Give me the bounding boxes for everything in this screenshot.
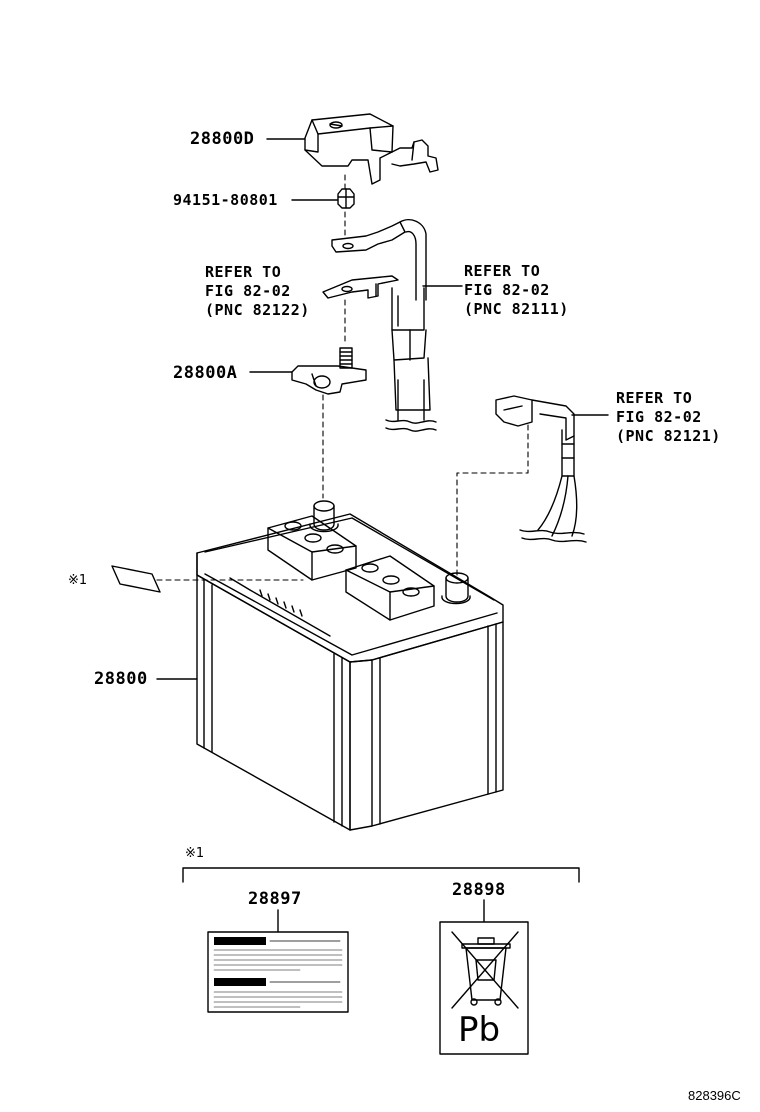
leader-lines [156, 138, 609, 680]
label-group-bracket [182, 867, 580, 933]
terminal-plate-82122[interactable] [322, 275, 399, 299]
refer-line: (PNC 82122) [205, 301, 310, 319]
battery-terminal-28800a[interactable] [291, 347, 367, 395]
refer-line: REFER TO [616, 389, 693, 407]
refer-line: FIG 82-02 [205, 282, 291, 300]
positive-cable-assembly[interactable] [331, 218, 437, 432]
refer-line: (PNC 82121) [616, 427, 721, 445]
figure-id: 828396C [688, 1088, 741, 1103]
refer-block-82121: REFER TO FIG 82-02 (PNC 82121) [616, 389, 721, 446]
negative-cable-assembly[interactable] [495, 395, 587, 543]
part-number-battery: 28800 [94, 669, 148, 689]
note-mark-group: ※1 [185, 846, 205, 861]
part-number-recycle-label: 28898 [452, 880, 506, 900]
refer-line: REFER TO [205, 263, 282, 281]
part-number-nut: 94151-80801 [173, 191, 278, 209]
label-placement-marker [111, 565, 161, 593]
caution-label-28897[interactable] [207, 931, 349, 1013]
refer-line: REFER TO [464, 262, 541, 280]
refer-line: (PNC 82111) [464, 300, 569, 318]
refer-block-82111: REFER TO FIG 82-02 (PNC 82111) [464, 262, 569, 319]
refer-line: FIG 82-02 [616, 408, 702, 426]
part-number-terminal: 28800A [173, 363, 238, 383]
refer-block-82122: REFER TO FIG 82-02 (PNC 82122) [205, 263, 310, 320]
recycle-label-28898[interactable] [439, 921, 529, 1055]
note-mark-left: ※1 [68, 573, 88, 588]
terminal-cover-28800d[interactable] [304, 113, 439, 185]
dashed-guides [156, 174, 529, 581]
battery-28800[interactable] [196, 500, 504, 831]
part-number-cover: 28800D [190, 129, 255, 149]
refer-line: FIG 82-02 [464, 281, 550, 299]
part-number-caution-label: 28897 [248, 889, 302, 909]
nut-94151-80801[interactable] [337, 188, 355, 209]
lead-symbol: Pb [458, 1010, 501, 1050]
